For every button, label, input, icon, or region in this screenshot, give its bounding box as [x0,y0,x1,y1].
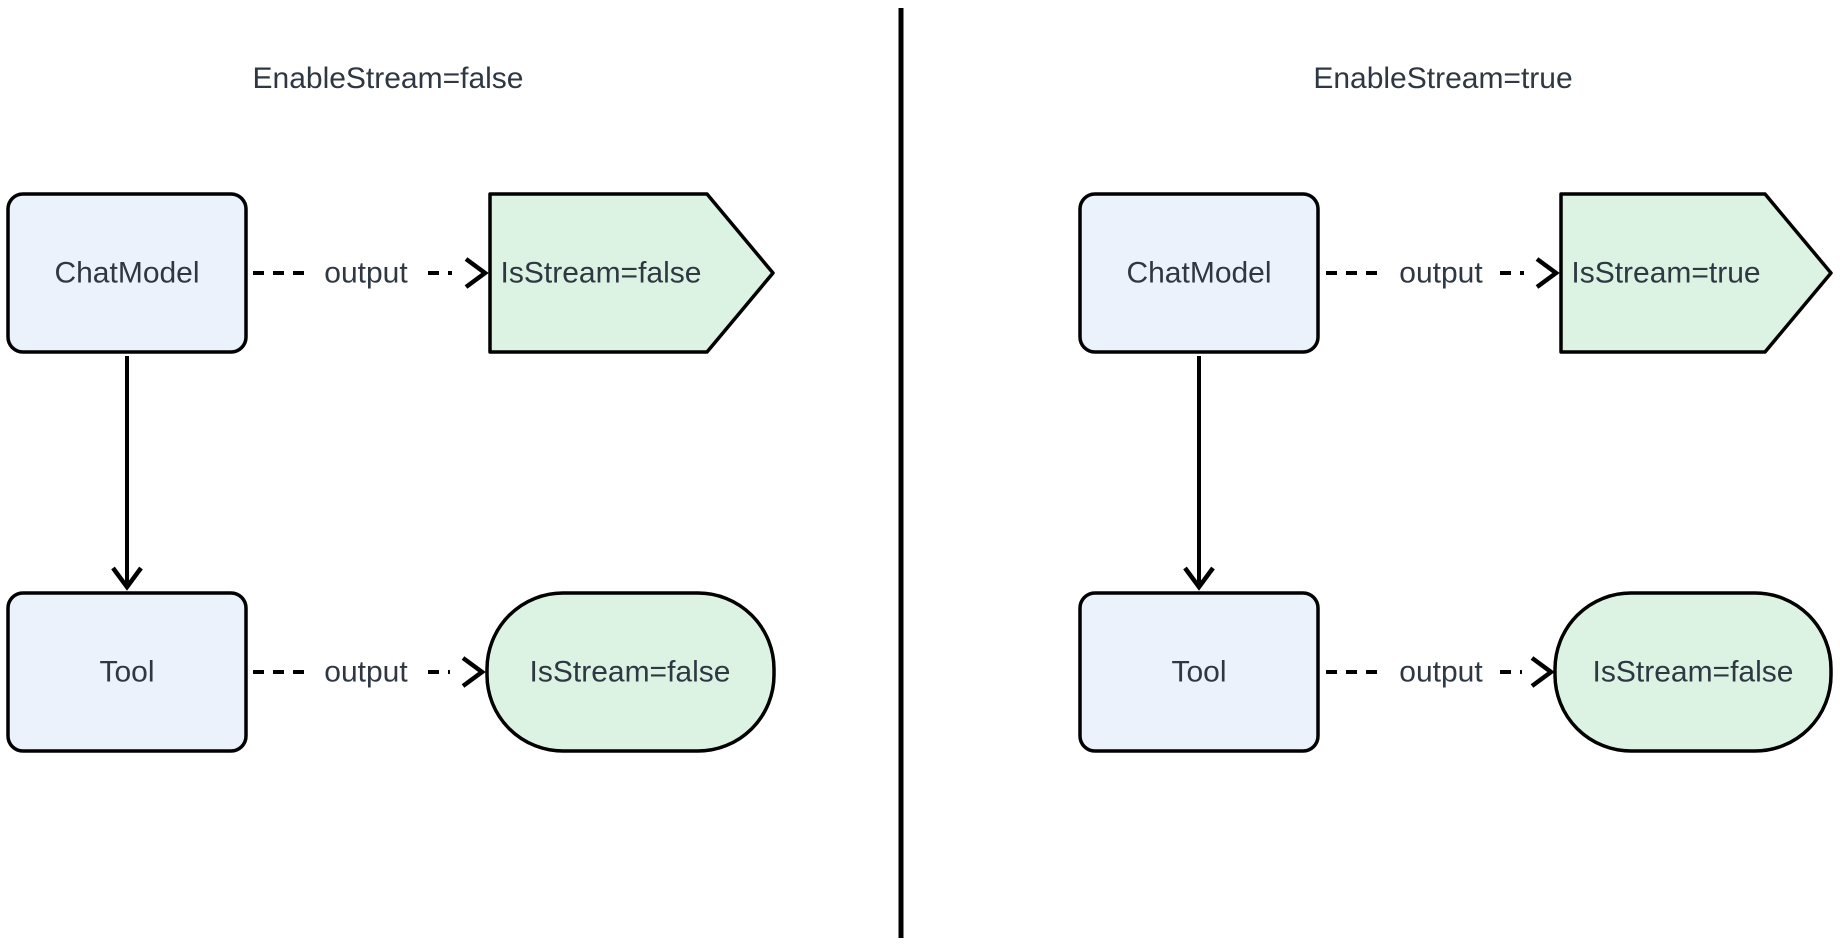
chat-output-edge-label: output [1399,257,1483,290]
chat-result-label: IsStream=false [501,257,702,290]
tool-label: Tool [99,656,154,689]
chat-result-pentagon [488,192,775,354]
chat-result-pentagon [1559,192,1833,354]
tool-output-edge-label: output [1399,656,1483,689]
tool-output-arrowhead-icon [1530,656,1555,688]
chat-output-arrowhead-icon [464,257,489,289]
tool-result-label: IsStream=false [1593,656,1794,689]
tool-label: Tool [1171,656,1226,689]
panel-title: EnableStream=true [1313,62,1572,95]
chatmodel-node [1078,192,1320,354]
panel-enablestream-true: EnableStream=true ChatModel output IsStr… [1078,62,1833,753]
chatmodel-tool-arrowhead-icon [1183,566,1215,591]
chatmodel-label: ChatModel [1126,257,1271,290]
tool-node [6,591,248,753]
tool-result-label: IsStream=false [530,656,731,689]
panel-enablestream-false: EnableStream=false ChatModel output IsSt… [6,62,776,753]
tool-node [1078,591,1320,753]
tool-result-stadium [485,591,776,753]
panel-title: EnableStream=false [253,62,524,95]
tool-output-edge-label: output [324,656,408,689]
chat-result-label: IsStream=true [1571,257,1760,290]
chat-output-arrowhead-icon [1535,257,1560,289]
chat-output-edge-label: output [324,257,408,290]
chatmodel-label: ChatModel [54,257,199,290]
chatmodel-tool-arrowhead-icon [111,566,143,591]
tool-output-arrowhead-icon [461,656,486,688]
tool-result-stadium [1553,591,1833,753]
chatmodel-node [6,192,248,354]
